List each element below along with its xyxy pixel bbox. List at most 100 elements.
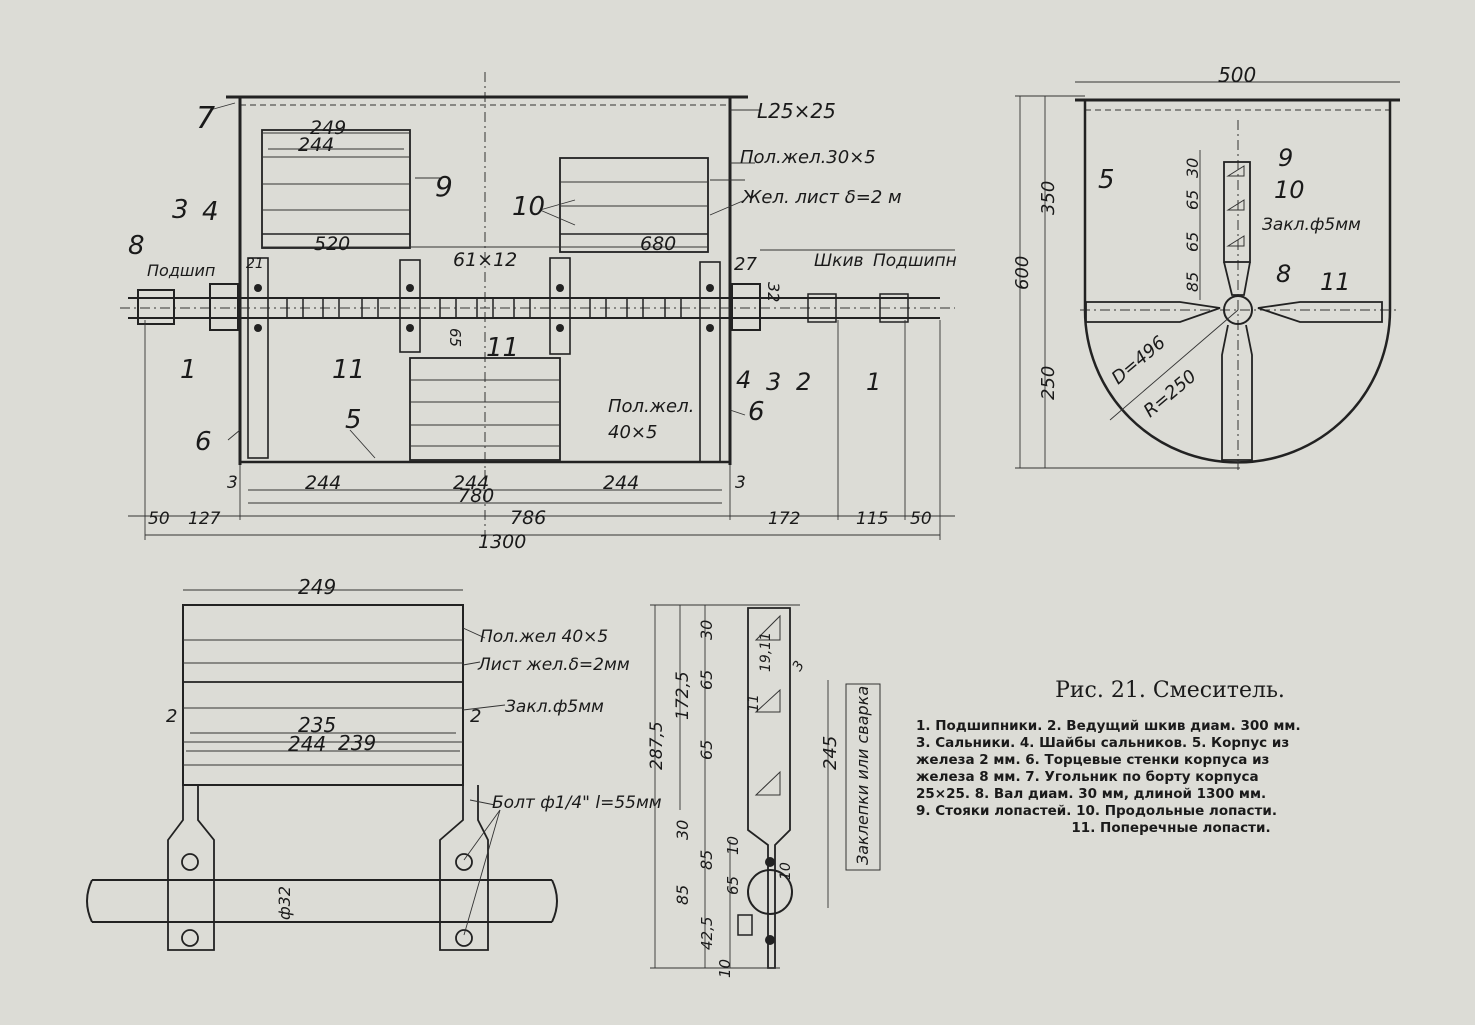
side-note-rivet: Закл.ф5мм bbox=[1262, 215, 1361, 235]
side-dim-65a: 65 bbox=[1183, 190, 1202, 210]
note-strip-40x5-b: 40×5 bbox=[608, 422, 657, 443]
dim-50-right: 50 bbox=[910, 509, 932, 529]
dim-680: 680 bbox=[640, 233, 676, 255]
bearing-left bbox=[137, 289, 175, 325]
note-sheet: Жел. лист δ=2 м bbox=[741, 187, 902, 208]
dim-3-right: 3 bbox=[735, 473, 746, 493]
dim-27: 27 bbox=[734, 254, 757, 275]
side-callout-5: 5 bbox=[1098, 165, 1115, 195]
paddle-stand bbox=[549, 257, 571, 355]
stand-dim-287: 287,5 bbox=[647, 721, 667, 770]
callout-6b: 6 bbox=[748, 397, 765, 427]
callout-4: 4 bbox=[202, 197, 219, 227]
paddle-stand bbox=[699, 261, 721, 463]
dim-786: 786 bbox=[510, 507, 546, 529]
callout-3b: 3 bbox=[766, 368, 781, 396]
side-dim-65b: 65 bbox=[1183, 232, 1202, 252]
paddle-detail-frame bbox=[182, 604, 464, 786]
bolt bbox=[455, 929, 473, 947]
bolt bbox=[406, 324, 414, 332]
stand-view: 287,5 172,5 30 65 65 245 30 85 85 10 65 … bbox=[647, 604, 881, 978]
paddle-note-bolt: Болт ф1/4" l=55мм bbox=[492, 793, 662, 813]
dim-244-c: 244 bbox=[603, 472, 639, 494]
callout-6: 6 bbox=[195, 427, 212, 457]
callout-5: 5 bbox=[345, 405, 362, 435]
side-blade-left bbox=[1085, 301, 1221, 323]
dim-249: 249 bbox=[310, 117, 346, 139]
side-callout-10: 10 bbox=[1274, 176, 1305, 204]
callout-1: 1 bbox=[180, 355, 197, 385]
side-dim-350: 350 bbox=[1038, 181, 1059, 215]
paddle-dim-32: ф32 bbox=[275, 886, 294, 920]
paddle-dim-249: 249 bbox=[298, 575, 336, 599]
bearing-right bbox=[879, 293, 909, 323]
side-dim-600: 600 bbox=[1012, 256, 1033, 290]
stand-dim-65a: 65 bbox=[697, 670, 716, 690]
bolt bbox=[181, 853, 199, 871]
callout-2: 2 bbox=[796, 368, 811, 396]
dim-244-b: 244 bbox=[453, 472, 489, 494]
stand-dim-30a: 30 bbox=[697, 620, 716, 640]
side-hub bbox=[1223, 295, 1253, 325]
main-view: 7 L25×25 249 244 9 Пол.жел.30×5 Жел. лис… bbox=[120, 72, 957, 553]
dim-115: 115 bbox=[856, 509, 888, 529]
paddle-view: 249 Пол.жел 40×5 Лист жел.δ=2мм Закл.ф5м… bbox=[86, 575, 662, 951]
dim-1300: 1300 bbox=[478, 531, 526, 553]
legend-line: 3. Сальники. 4. Шайбы сальников. 5. Корп… bbox=[916, 735, 1290, 751]
bolt bbox=[254, 284, 262, 292]
side-callout-11: 11 bbox=[1320, 268, 1351, 296]
stand-dim-425: 42,5 bbox=[698, 917, 716, 950]
side-dim-500: 500 bbox=[1218, 63, 1256, 87]
cross-blades bbox=[286, 297, 682, 319]
dim-244-a: 244 bbox=[305, 472, 341, 494]
paddle-note-rivet: Закл.ф5мм bbox=[505, 697, 604, 717]
stand-dim-65c: 65 bbox=[724, 876, 742, 895]
paddle-stand bbox=[247, 257, 269, 459]
bolt bbox=[181, 929, 199, 947]
note-pulley: Шкив bbox=[814, 251, 864, 271]
legend-line: железа 2 мм. 6. Торцевые стенки корпуса … bbox=[916, 752, 1270, 768]
stand-dim-10c: 10 bbox=[778, 862, 794, 880]
dim-244: 244 bbox=[298, 134, 334, 156]
dim-3-left: 3 bbox=[227, 473, 238, 493]
side-dim-30: 30 bbox=[1183, 158, 1202, 178]
side-view: 500 350 600 250 5 30 65 65 85 9 10 Закл.… bbox=[1012, 63, 1400, 470]
side-dim-85: 85 bbox=[1183, 272, 1202, 292]
callout-8: 8 bbox=[128, 231, 145, 261]
side-dim-250: 250 bbox=[1038, 366, 1059, 400]
paddle-note-strip: Пол.жел 40×5 bbox=[480, 627, 608, 647]
dim-50-left: 50 bbox=[148, 509, 170, 529]
legend-line: 1. Подшипники. 2. Ведущий шкив диам. 300… bbox=[916, 718, 1301, 734]
paddle-stand bbox=[399, 259, 421, 353]
paddle-dim-235: 235 bbox=[298, 713, 336, 737]
bolt bbox=[556, 284, 564, 292]
callout-9: 9 bbox=[435, 170, 453, 203]
dim-127: 127 bbox=[188, 509, 221, 529]
stand-shaft-ring bbox=[747, 869, 793, 915]
bolt bbox=[556, 324, 564, 332]
dim-780: 780 bbox=[458, 485, 494, 507]
stand-dim-172: 172,5 bbox=[673, 671, 693, 720]
bolt bbox=[254, 324, 262, 332]
callout-7: 7 bbox=[196, 101, 215, 136]
legend-line: 25×25. 8. Вал диам. 30 мм, длиной 1300 м… bbox=[916, 786, 1267, 802]
dim-21: 21 bbox=[246, 256, 264, 272]
side-dim-r250: R=250 bbox=[1140, 366, 1201, 422]
side-callout-8: 8 bbox=[1276, 260, 1291, 288]
stand-dim-85a: 85 bbox=[673, 885, 692, 905]
gland-left bbox=[209, 283, 239, 331]
paddle-dim-2-left: 2 bbox=[166, 706, 177, 727]
callout-10: 10 bbox=[512, 192, 545, 222]
stand-dim-3: 3 bbox=[790, 658, 808, 674]
note-angle: L25×25 bbox=[757, 99, 836, 123]
stand-note-box bbox=[845, 683, 881, 871]
dim-172: 172 bbox=[768, 509, 800, 529]
note-strip-40x5-a: Пол.жел. bbox=[608, 396, 694, 417]
paddle-strap-right bbox=[439, 785, 489, 951]
bolt bbox=[455, 853, 473, 871]
side-dim-d496: D=496 bbox=[1108, 332, 1170, 389]
stand-dim-11: 11 bbox=[746, 694, 762, 712]
legend-line: железа 8 мм. 7. Угольник по борту корпус… bbox=[916, 769, 1259, 785]
